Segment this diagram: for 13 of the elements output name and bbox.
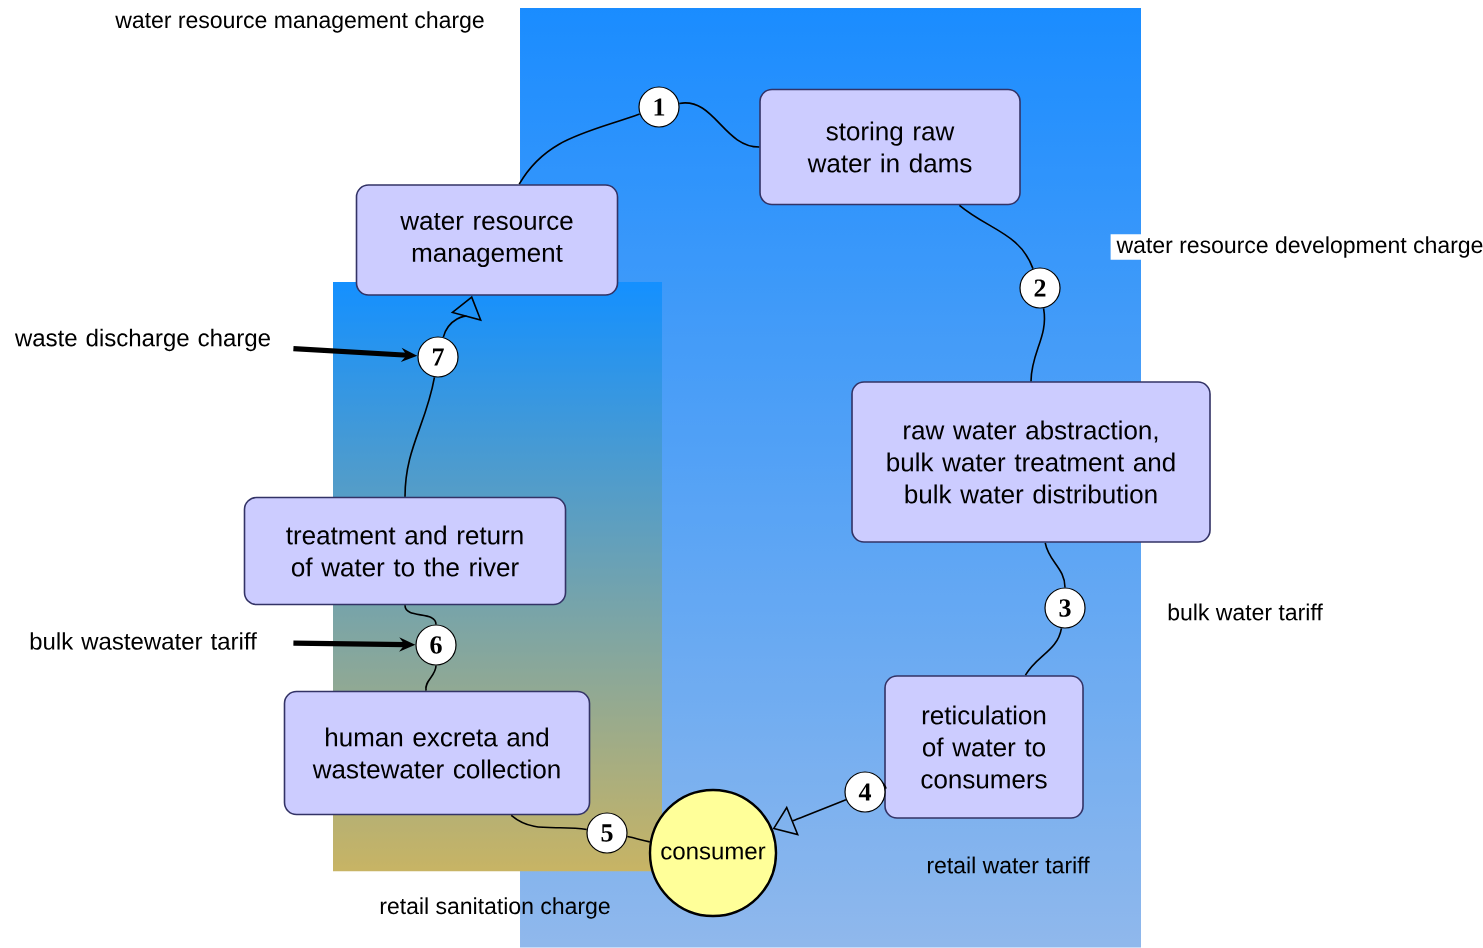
charge-label: retail sanitation charge — [380, 897, 610, 919]
charge-label: retail water tariff — [927, 856, 1090, 874]
process-box: storing raw water in dams — [759, 88, 1021, 206]
process-box: reticulation of water to consumers — [884, 675, 1084, 819]
charge-label: bulk water tariff — [1168, 603, 1323, 621]
charge-label: water resource development charge — [1110, 234, 1483, 260]
process-box: human excreta and wastewater collection — [283, 690, 591, 816]
process-box: water resource management — [355, 184, 619, 296]
charge-label: bulk wastewater tariff — [30, 632, 257, 650]
charge-label: water resource management charge — [115, 11, 484, 33]
process-box: treatment and return of water to the river — [243, 496, 567, 606]
charge-label: waste discharge charge — [14, 328, 270, 352]
process-box: raw water abstraction, bulk water treatment and bulk water distribution — [851, 381, 1211, 543]
